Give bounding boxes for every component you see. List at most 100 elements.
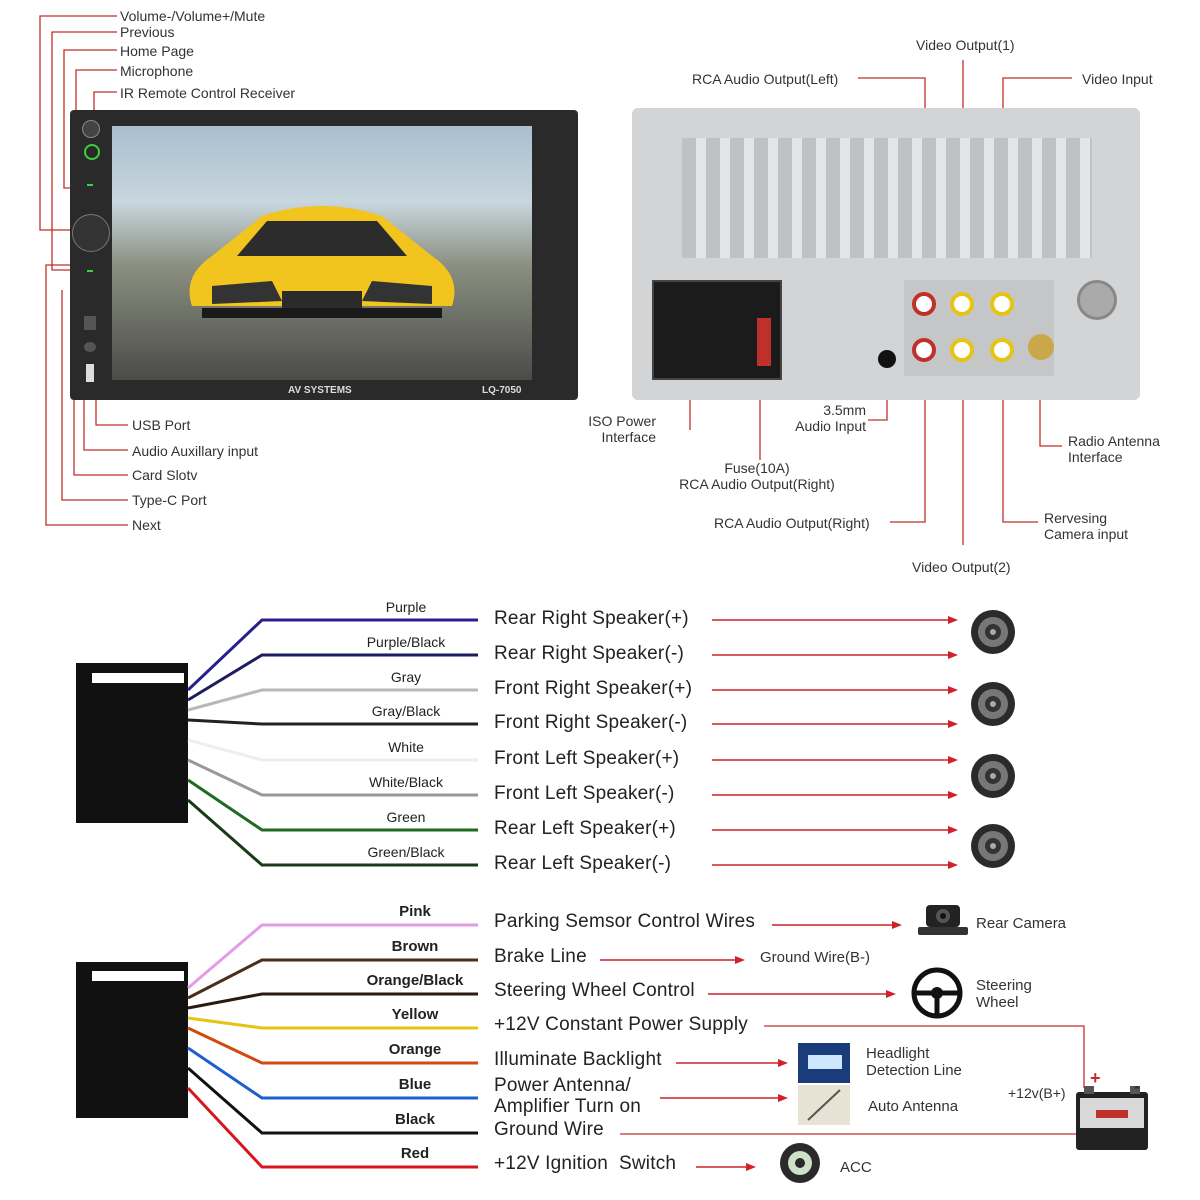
speaker-wire-function: Rear Right Speaker(-) <box>494 643 685 664</box>
rca-left-jack <box>912 292 936 316</box>
rca-panel <box>904 280 1054 376</box>
callout-rca-right: RCA Audio Output(Right) <box>714 515 870 531</box>
callout-usb-port: USB Port <box>132 417 191 433</box>
power-connector-block <box>76 962 188 1118</box>
speaker-wire <box>186 618 478 692</box>
speaker-wire-function: Front Left Speaker(+) <box>494 748 680 769</box>
speaker-wire-function: Rear Left Speaker(-) <box>494 853 672 874</box>
dest-ground-wire: Ground Wire(B-) <box>760 949 871 966</box>
battery-icon <box>1076 1086 1148 1150</box>
gps-port <box>1077 280 1117 320</box>
speaker-icons <box>971 610 1015 868</box>
camera-input-jack <box>990 338 1014 362</box>
power-arrowhead <box>778 1059 788 1067</box>
screen <box>112 126 532 380</box>
rca-right-jack <box>912 338 936 362</box>
speaker-arrowhead <box>948 791 958 799</box>
home-button[interactable] <box>87 184 93 186</box>
power-wire-color: Red <box>400 1145 430 1162</box>
dest-steering-wheel: Steering Wheel <box>976 977 1032 1012</box>
speaker-wire <box>187 738 478 762</box>
heat-sink-fins <box>682 138 1092 258</box>
speaker-wire <box>187 758 478 797</box>
speaker-wire-color: White <box>388 739 424 755</box>
callout-iso-power: ISO Power Interface <box>588 413 656 446</box>
power-wire <box>187 1026 478 1065</box>
power-wire <box>187 923 478 990</box>
speaker-wire-function: Rear Left Speaker(+) <box>494 818 676 839</box>
arrow-lines <box>600 616 958 1171</box>
speaker-connector-block <box>76 663 188 823</box>
speaker-wire-color: Green/Black <box>367 844 445 860</box>
speaker-arrowhead <box>948 686 958 694</box>
callout-reversing-camera: Rervesing Camera input <box>1044 510 1129 543</box>
power-wire-color: Blue <box>398 1076 432 1093</box>
callout-video-input: Video Input <box>1082 71 1153 87</box>
power-wire <box>187 958 478 1000</box>
callout-fuse: Fuse(10A) RCA Audio Output(Right) <box>679 460 835 493</box>
next-button[interactable] <box>87 270 93 272</box>
speaker-wire-color: Purple/Black <box>366 634 446 650</box>
callout-card-slot: Card Slotv <box>132 467 198 483</box>
speaker-arrowhead <box>948 651 958 659</box>
power-wire-color: Orange/Black <box>366 972 464 989</box>
antenna-jack <box>1028 334 1054 360</box>
dest-headlight: Headlight Detection Line <box>866 1045 962 1080</box>
dest-rear-camera: Rear Camera <box>976 915 1067 932</box>
callout-type-c: Type-C Port <box>132 492 207 508</box>
speaker-wire-color: Green <box>386 809 426 825</box>
speaker-wire <box>187 718 478 726</box>
callout-home-page: Home Page <box>120 43 194 59</box>
aux-port <box>84 342 96 352</box>
callout-microphone: Microphone <box>120 63 194 79</box>
front-button-strip <box>72 120 110 390</box>
callout-volume: Volume-/Volume+/Mute <box>120 8 266 24</box>
video-input-jack <box>990 292 1014 316</box>
speaker-wire <box>187 688 478 712</box>
speaker-arrowhead <box>948 826 958 834</box>
speaker-wire-color: Gray <box>390 669 422 685</box>
volume-knob[interactable] <box>72 214 110 252</box>
steering-wheel-icon <box>911 967 963 1019</box>
battery-plus: + <box>1090 1068 1101 1088</box>
speaker-wire-function: Rear Right Speaker(+) <box>494 608 689 629</box>
brand-left: AV SYSTEMS <box>288 385 352 396</box>
power-wire-function: +12V Constant Power Supply <box>494 1014 748 1035</box>
callout-rca-left: RCA Audio Output(Left) <box>692 71 839 87</box>
callout-video-output-2: Video Output(2) <box>912 559 1011 575</box>
speaker-wire <box>187 653 478 702</box>
power-button[interactable] <box>84 144 100 160</box>
power-wire <box>187 1016 478 1030</box>
power-arrowhead <box>746 1163 756 1171</box>
power-wire <box>186 1086 478 1169</box>
callout-previous: Previous <box>120 24 175 40</box>
ir-receiver-icon <box>82 120 100 138</box>
video-output-1-jack <box>950 292 974 316</box>
dest-acc: ACC <box>840 1159 872 1176</box>
battery-lines <box>620 1025 1085 1135</box>
headlight-icon <box>798 1043 850 1125</box>
speaker-wire <box>187 798 478 867</box>
power-wire-color: Brown <box>391 938 439 955</box>
callout-ir-receiver: IR Remote Control Receiver <box>120 85 296 101</box>
video-output-2-jack <box>950 338 974 362</box>
speaker-wire-function: Front Right Speaker(+) <box>494 678 693 699</box>
usb-port <box>86 364 94 382</box>
speaker-wire-color: Gray/Black <box>371 703 441 719</box>
power-wire-color: Yellow <box>391 1006 439 1023</box>
speaker-wire-color: Purple <box>385 599 427 615</box>
battery-label: +12v(B+) <box>1008 1085 1066 1101</box>
callout-next: Next <box>132 517 161 533</box>
power-wire-color: Pink <box>399 903 431 920</box>
power-wire-function: +12V Ignition Switch <box>494 1153 677 1174</box>
power-wire-color: Orange <box>388 1041 442 1058</box>
speaker-wire-color: White/Black <box>369 774 443 790</box>
speaker-wire-function: Front Left Speaker(-) <box>494 783 675 804</box>
dest-auto-antenna: Auto Antenna <box>868 1098 959 1115</box>
power-arrowhead <box>735 956 745 964</box>
brand-right: LQ-7050 <box>482 385 522 396</box>
power-arrowhead <box>778 1094 788 1102</box>
power-wire-function: Brake Line <box>494 946 587 967</box>
battery-minus: - <box>1134 1076 1140 1096</box>
